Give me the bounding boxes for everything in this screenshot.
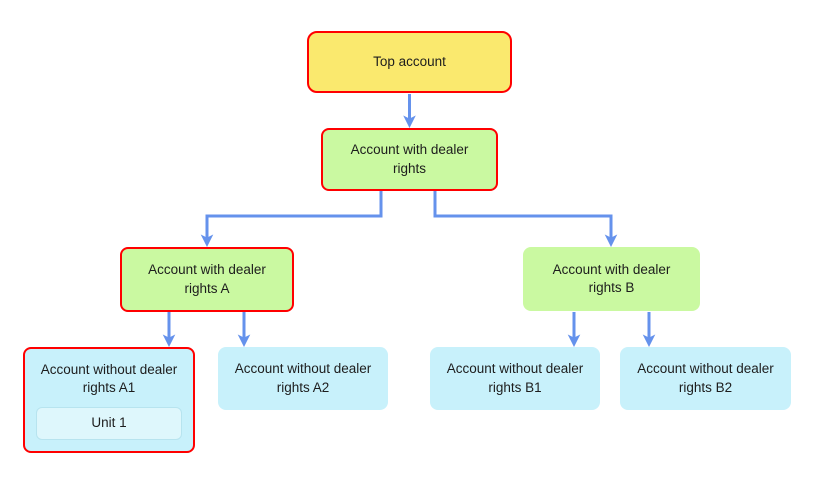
node-label: Account with dealer rights B [552, 261, 671, 295]
node-account-without-dealer-rights-a1: Account without dealer rights A1 Unit 1 [23, 347, 195, 453]
node-account-with-dealer-rights-b: Account with dealer rights B [523, 247, 700, 311]
node-account-without-dealer-rights-b1: Account without dealer rights B1 [430, 347, 600, 410]
node-account-without-dealer-rights-b2: Account without dealer rights B2 [620, 347, 791, 410]
node-label: Account without dealer rights B1 [446, 361, 584, 395]
node-label: Account without dealer rights A2 [234, 361, 372, 395]
node-label: Account with dealer rights [350, 142, 469, 176]
node-top-account: Top account [307, 31, 512, 93]
node-label: Top account [373, 53, 446, 69]
edge-dealer-rights-to-a [200, 191, 383, 248]
node-account-with-dealer-rights-a: Account with dealer rights A [120, 247, 294, 312]
node-label: Account without dealer rights A1 [40, 361, 178, 395]
edge-dealer-rights-to-b [433, 191, 618, 248]
node-label: Unit 1 [91, 415, 127, 431]
node-label: Account with dealer rights A [148, 262, 266, 296]
node-account-with-dealer-rights: Account with dealer rights [321, 128, 498, 191]
node-account-without-dealer-rights-a2: Account without dealer rights A2 [218, 347, 388, 410]
node-label: Account without dealer rights B2 [637, 361, 774, 395]
node-unit-1: Unit 1 [36, 407, 182, 440]
